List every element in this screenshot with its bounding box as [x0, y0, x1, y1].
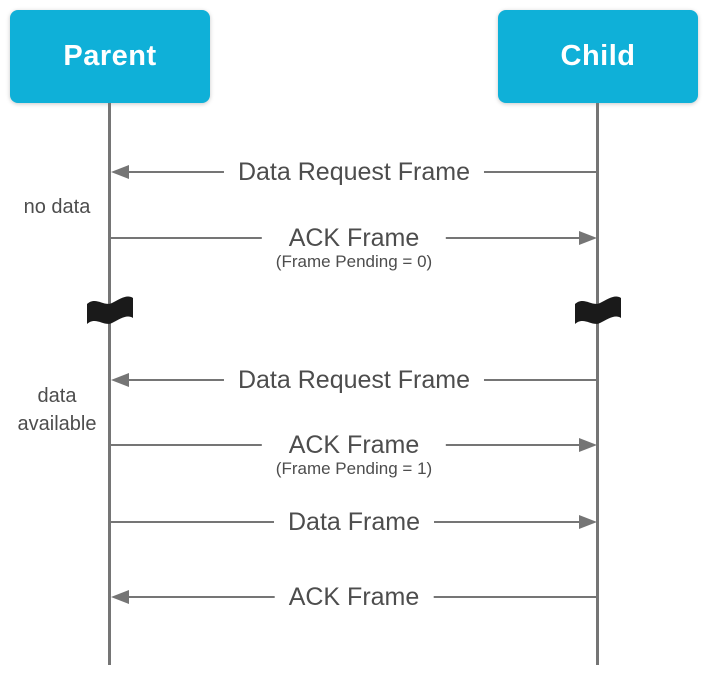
arrowhead-left-icon	[111, 373, 129, 387]
arrowhead-left-icon	[111, 590, 129, 604]
message-label: Data Request Frame	[223, 158, 485, 186]
message-label: Data Frame	[274, 508, 434, 536]
message-data-request-1: Data Request Frame	[111, 158, 597, 186]
arrowhead-right-icon	[579, 515, 597, 529]
message-sublabel: (Frame Pending = 1)	[275, 459, 433, 478]
message-label: ACK Frame	[274, 583, 434, 611]
lifeline-parent	[108, 103, 111, 665]
arrowhead-right-icon	[579, 438, 597, 452]
message-data-request-2: Data Request Frame	[111, 366, 597, 394]
flag-icon	[575, 296, 621, 324]
message-ack-pending-1: ACK Frame (Frame Pending = 1)	[111, 431, 597, 479]
message-label: Data Request Frame	[223, 366, 485, 394]
message-label: ACK Frame (Frame Pending = 1)	[261, 431, 447, 479]
arrowhead-left-icon	[111, 165, 129, 179]
actor-box-parent: Parent	[10, 10, 210, 103]
actor-label-child: Child	[560, 40, 636, 72]
flag-icon	[87, 296, 133, 324]
message-sublabel: (Frame Pending = 0)	[275, 252, 433, 271]
message-ack-pending-0: ACK Frame (Frame Pending = 0)	[111, 224, 597, 272]
annotation-no-data: no data	[23, 196, 91, 218]
actor-box-child: Child	[498, 10, 698, 103]
annotation-data-available: data available	[17, 385, 97, 435]
message-ack-final: ACK Frame	[111, 583, 597, 611]
actor-label-parent: Parent	[63, 40, 157, 72]
arrowhead-right-icon	[579, 231, 597, 245]
message-label: ACK Frame (Frame Pending = 0)	[261, 224, 447, 272]
message-data-frame: Data Frame	[111, 508, 597, 536]
lifeline-child	[596, 103, 599, 665]
